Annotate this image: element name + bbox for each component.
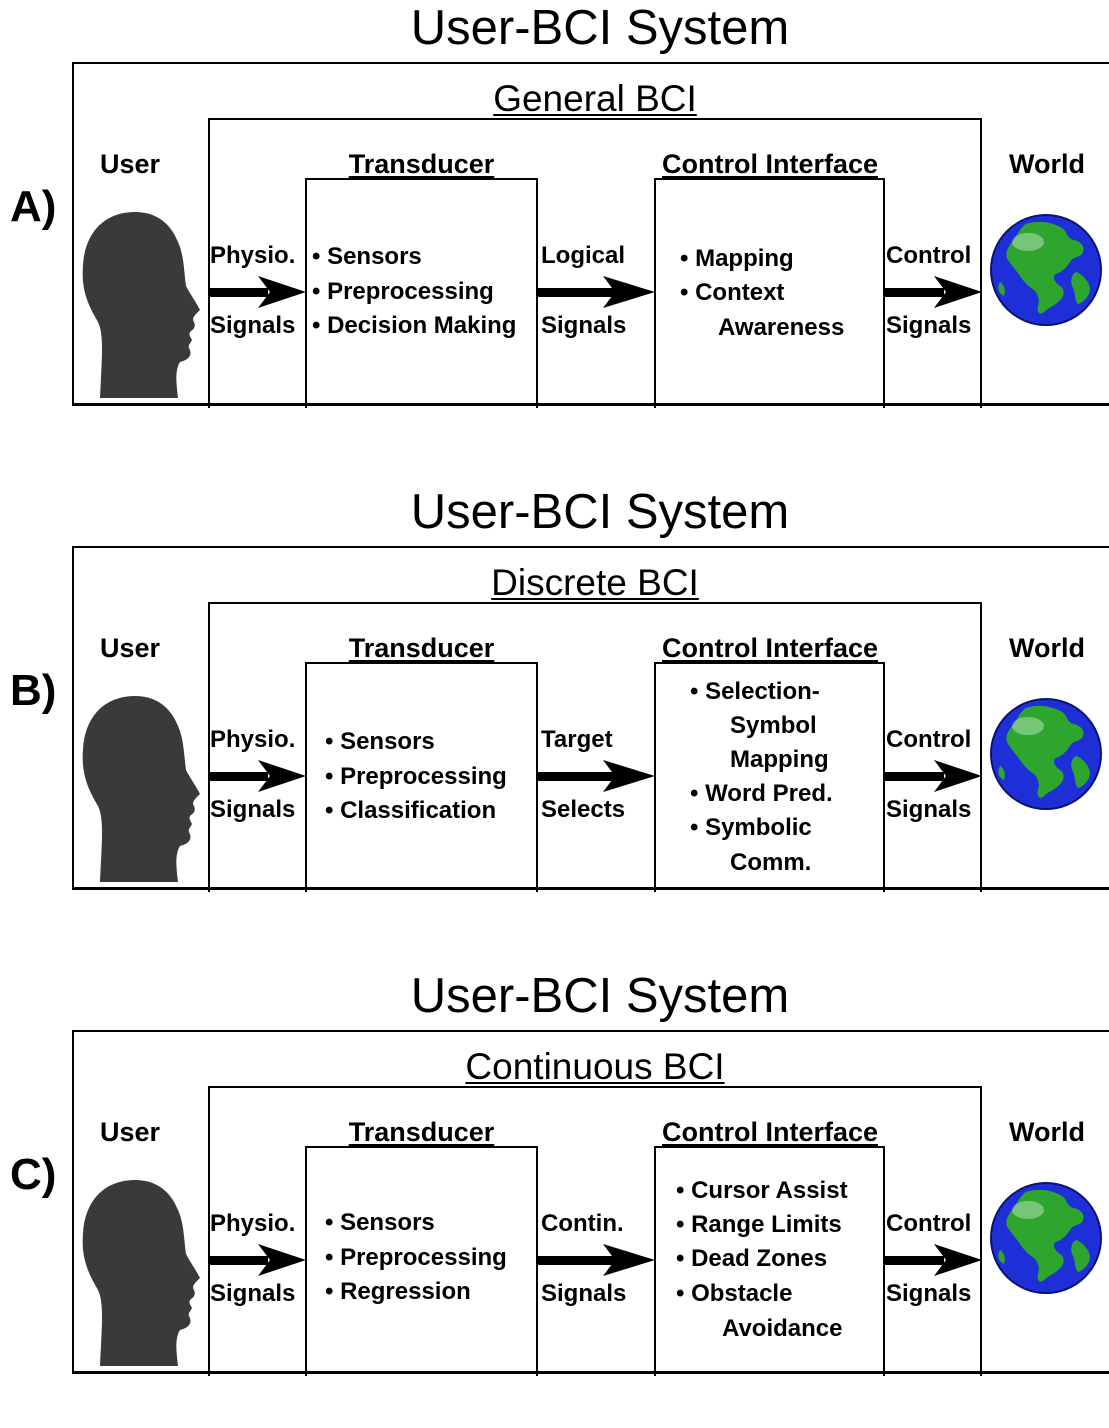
bci-title: General BCI (493, 78, 697, 119)
output-signal-label-2: Signals (886, 1280, 972, 1307)
output-arrow-icon (884, 276, 982, 308)
input-signal-label-1: Physio. (210, 1210, 296, 1237)
control-interface-item: • Range Limits (676, 1211, 842, 1238)
logical-signal-label-1: Target (541, 726, 613, 753)
output-arrow-icon (884, 760, 982, 792)
logical-arrow-icon (537, 276, 655, 308)
control-interface-title: Control Interface (661, 1117, 879, 1147)
output-signal-label-2: Signals (886, 312, 972, 339)
logical-signal-label-2: Selects (541, 796, 626, 823)
output-signal-label-1: Control (886, 242, 972, 269)
bci-box (208, 118, 982, 408)
logical-signal-label-2: Signals (541, 312, 627, 339)
control-interface-item: Avoidance (722, 1315, 843, 1342)
user-bci-system-box (72, 546, 1109, 890)
control-interface-item: Comm. (730, 849, 812, 876)
diagram-panel-b: User-BCI System B) Discrete BCI User Wor… (0, 484, 1109, 944)
transducer-item: • Preprocessing (312, 277, 494, 305)
control-interface-title: Control Interface (661, 633, 879, 663)
control-interface-item: • Symbolic (690, 814, 812, 841)
transducer-item: • Sensors (312, 243, 422, 270)
transducer-title: Transducer (348, 1117, 495, 1147)
input-signal-label-2: Signals (210, 796, 296, 823)
system-title: User-BCI System (410, 1, 790, 55)
transducer-item: • Preprocessing (325, 762, 507, 790)
user-head-icon (82, 1180, 200, 1366)
transducer-item: • Sensors (325, 728, 435, 755)
system-title: User-BCI System (410, 969, 790, 1023)
logical-arrow-icon (537, 760, 655, 792)
input-signal-label-2: Signals (210, 312, 296, 339)
panel-letter: A) (10, 182, 57, 231)
logical-arrow-icon (537, 1244, 655, 1276)
world-label: World (1009, 1117, 1085, 1147)
world-label: World (1009, 149, 1085, 179)
user-label: User (100, 1117, 161, 1147)
control-interface-item: • Context (680, 279, 785, 306)
control-interface-item: • Word Pred. (690, 780, 833, 807)
control-interface-item: • Obstacle (676, 1280, 793, 1307)
transducer-item: • Sensors (325, 1209, 435, 1236)
transducer-item: • Preprocessing (325, 1243, 507, 1271)
world-globe-icon (990, 214, 1102, 326)
transducer-title: Transducer (348, 149, 495, 179)
system-title: User-BCI System (410, 485, 790, 539)
output-arrow-icon (884, 1244, 982, 1276)
bci-title: Continuous BCI (465, 1046, 725, 1087)
input-signal-label-1: Physio. (210, 242, 296, 269)
bci-title: Discrete BCI (491, 562, 699, 603)
logical-signal-label-2: Signals (541, 1280, 627, 1307)
panel-letter: C) (10, 1150, 57, 1199)
output-signal-label-1: Control (886, 726, 972, 753)
output-signal-label-2: Signals (886, 796, 972, 823)
logical-signal-label-1: Contin. (541, 1210, 624, 1237)
bci-box (208, 1086, 982, 1376)
panel-letter: B) (10, 666, 57, 715)
control-interface-item: Mapping (730, 746, 829, 773)
logical-signal-label-1: Logical (541, 242, 626, 269)
input-arrow-icon (208, 760, 306, 792)
world-globe-icon (990, 698, 1102, 810)
control-interface-title: Control Interface (661, 149, 879, 179)
bci-box (208, 602, 982, 892)
user-head-icon (82, 696, 200, 882)
diagram-panel-a: User-BCI System A) General BCI User Worl… (0, 0, 1109, 460)
control-interface-item: • Cursor Assist (676, 1177, 848, 1204)
world-globe-icon (990, 1182, 1102, 1294)
user-bci-system-box (72, 62, 1109, 406)
transducer-item: • Decision Making (312, 312, 517, 339)
diagram-panel-c: User-BCI System C) Continuous BCI User W… (0, 968, 1109, 1428)
user-label: User (100, 633, 161, 663)
input-signal-label-2: Signals (210, 1280, 296, 1307)
transducer-item: • Regression (325, 1278, 471, 1305)
control-interface-item: Awareness (718, 314, 845, 341)
transducer-title: Transducer (348, 633, 495, 663)
control-interface-item: • Dead Zones (676, 1245, 828, 1272)
user-head-icon (82, 212, 200, 398)
transducer-item: • Classification (325, 797, 497, 824)
output-signal-label-1: Control (886, 1210, 972, 1237)
input-arrow-icon (208, 276, 306, 308)
input-arrow-icon (208, 1244, 306, 1276)
control-interface-item: Symbol (730, 712, 817, 739)
user-label: User (100, 149, 161, 179)
control-interface-item: • Mapping (680, 245, 794, 272)
world-label: World (1009, 633, 1085, 663)
input-signal-label-1: Physio. (210, 726, 296, 753)
control-interface-item: • Selection- (690, 678, 820, 705)
